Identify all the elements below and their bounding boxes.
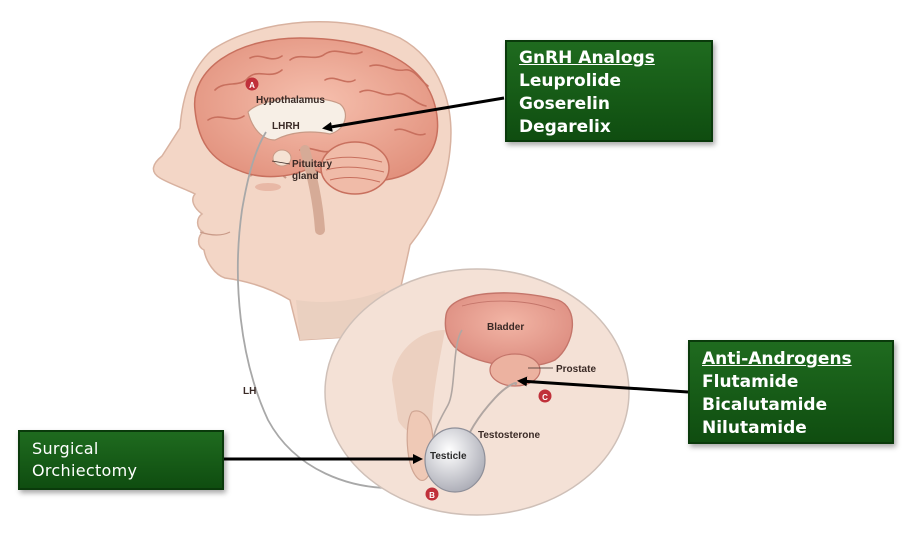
marker-a: A — [246, 78, 259, 91]
anti-androgen-item: Flutamide — [702, 371, 892, 394]
anti-androgens-box: Anti-Androgens Flutamide Bicalutamide Ni… — [688, 340, 894, 444]
gnrh-item: Leuprolide — [519, 70, 711, 93]
label-hypothalamus: Hypothalamus — [256, 95, 325, 106]
label-gland: gland — [292, 171, 319, 182]
reproductive-inset: Bladder Prostate C Testicle B Testostero… — [325, 269, 629, 515]
gnrh-analogs-box: GnRH Analogs Leuprolide Goserelin Degare… — [505, 40, 713, 142]
surgical-orchiectomy-box: Surgical Orchiectomy — [18, 430, 224, 490]
surgical-line: Surgical — [32, 438, 222, 460]
label-lhrh: LHRH — [272, 121, 300, 132]
marker-c: C — [539, 390, 552, 403]
anti-androgen-item: Bicalutamide — [702, 394, 892, 417]
label-prostate: Prostate — [556, 364, 596, 375]
label-testicle: Testicle — [430, 451, 467, 462]
anti-androgen-item: Nilutamide — [702, 417, 892, 440]
gnrh-heading: GnRH Analogs — [519, 47, 711, 70]
label-bladder: Bladder — [487, 322, 524, 333]
marker-b: B — [426, 488, 439, 501]
label-lh: LH — [243, 386, 256, 397]
svg-text:B: B — [429, 491, 435, 500]
svg-text:A: A — [249, 81, 255, 90]
label-pituitary: Pituitary — [292, 159, 332, 170]
gnrh-item: Degarelix — [519, 116, 711, 139]
anti-androgens-heading: Anti-Androgens — [702, 348, 892, 371]
surgical-line: Orchiectomy — [32, 460, 222, 482]
gnrh-item: Goserelin — [519, 93, 711, 116]
svg-text:C: C — [542, 393, 548, 402]
label-testosterone: Testosterone — [478, 430, 540, 441]
